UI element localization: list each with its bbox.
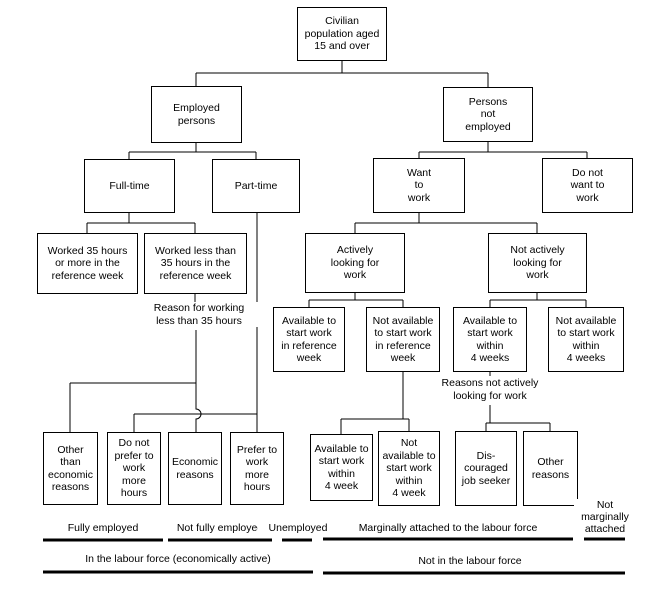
footer-rules: [43, 537, 625, 575]
node-not-available-4-weeks: Not available to start work within 4 wee…: [548, 307, 624, 372]
node-worked-less-than-35: Worked less than 35 hours in the referen…: [144, 233, 247, 294]
label-marginally-attached: Marginally attached to the labour force: [338, 522, 558, 535]
annotation-reason-for-working: Reason for working less than 35 hours: [139, 302, 259, 327]
node-do-not-prefer-more-hours: Do not prefer to work more hours: [107, 432, 161, 505]
label-in-labour-force: In the labour force (economically active…: [48, 553, 308, 566]
node-do-not-want-to-work: Do not want to work: [542, 158, 633, 213]
node-actively-looking: Actively looking for work: [305, 233, 405, 293]
node-worked-35-or-more: Worked 35 hours or more in the reference…: [37, 233, 138, 294]
node-persons-not-employed: Persons not employed: [443, 87, 533, 142]
label-not-marginally-attached: Not marginally attached: [574, 499, 636, 535]
label-not-in-labour-force: Not in the labour force: [370, 555, 570, 568]
node-economic-reasons: Economic reasons: [168, 432, 222, 505]
node-other-than-economic: Other than economic reasons: [43, 432, 98, 505]
node-civilian-population: Civilian population aged 15 and over: [297, 7, 387, 61]
node-want-to-work: Want to work: [373, 158, 465, 213]
node-not-available-4-week: Not available to start work within 4 wee…: [378, 431, 440, 506]
node-available-4-weeks: Available to start work within 4 weeks: [453, 307, 527, 372]
node-part-time: Part-time: [212, 159, 300, 213]
node-available-4-week: Available to start work within 4 week: [310, 434, 373, 501]
label-not-fully-employed: Not fully employed: [160, 522, 280, 535]
node-discouraged-job-seeker: Dis- couraged job seeker: [455, 431, 517, 506]
tree-connectors: [69, 61, 588, 434]
node-not-actively-looking: Not actively looking for work: [488, 233, 587, 293]
node-full-time: Full-time: [84, 159, 175, 213]
node-not-available-reference-week: Not available to start work in reference…: [366, 307, 440, 372]
node-other-reasons: Other reasons: [523, 431, 578, 506]
node-employed-persons: Employed persons: [151, 86, 242, 143]
label-fully-employed: Fully employed: [43, 522, 163, 535]
label-unemployed: Unemployed: [258, 522, 338, 535]
node-available-reference-week: Available to start work in reference wee…: [273, 307, 345, 372]
hop-connector: [195, 330, 202, 432]
annotation-reasons-not-looking: Reasons not actively looking for work: [430, 377, 550, 402]
node-prefer-more-hours: Prefer to work more hours: [230, 432, 284, 505]
